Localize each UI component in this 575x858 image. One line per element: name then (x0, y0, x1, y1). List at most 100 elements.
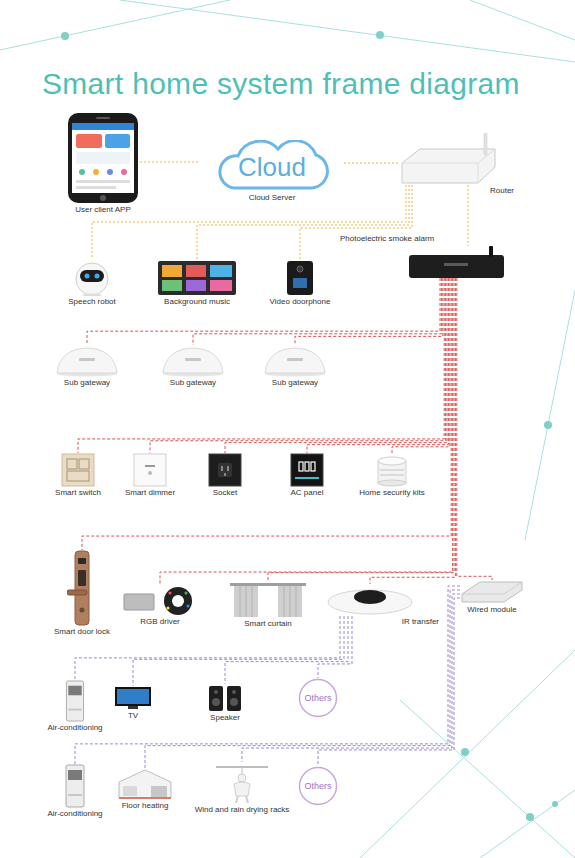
deco-dot (552, 801, 558, 807)
device-icon (52, 345, 122, 377)
rgb-icon (122, 584, 198, 616)
gw-icon (409, 246, 504, 278)
device-node: Smart switch (41, 453, 115, 498)
device-label: TV (111, 710, 155, 721)
device-label: Home security kits (350, 487, 434, 498)
device-label: Air-conditioning (40, 722, 110, 733)
icon-part (409, 255, 504, 278)
device-node: AC panel (270, 453, 344, 498)
icon-part (68, 113, 138, 203)
device-icon (113, 686, 153, 710)
icon-part (67, 459, 77, 469)
spk-icon (208, 684, 242, 712)
dashed-connector (392, 278, 450, 453)
icon-part (227, 686, 241, 711)
device-icon (66, 112, 140, 204)
dashed-connector (197, 185, 409, 260)
device-label: Smart switch (41, 487, 115, 498)
device-icon (61, 453, 95, 487)
icon-part (121, 169, 127, 175)
dashed-connector (87, 278, 440, 345)
icon-part (287, 358, 303, 361)
icon-part (162, 265, 182, 277)
icon-part (402, 149, 495, 163)
icon-part (378, 480, 406, 486)
icon-part (167, 607, 170, 610)
deco-line (120, 0, 575, 62)
device-icon (115, 768, 175, 800)
device-label: Video doorphone (256, 296, 344, 307)
device-node: CloudCloud Server (198, 140, 346, 203)
icon-part (214, 690, 218, 694)
icon-part (238, 774, 246, 782)
icon-part (462, 582, 522, 594)
icon-part (123, 786, 137, 796)
device-node: Air-conditioning (40, 680, 110, 733)
dashed-connector (300, 185, 412, 260)
icon-part (305, 462, 309, 471)
sub-icon (52, 345, 122, 377)
icon-part (216, 766, 268, 768)
device-label: Socket (188, 487, 262, 498)
ac-icon (64, 764, 86, 808)
lock-icon (67, 550, 97, 626)
deco-line (525, 290, 575, 540)
icon-part (478, 163, 479, 183)
dashed-connector (225, 278, 447, 453)
device-label: Cloud Server (198, 192, 346, 203)
icon-part (78, 558, 86, 564)
dashed-connector (78, 278, 444, 453)
icon-part (230, 698, 238, 706)
icon-part (67, 590, 87, 595)
device-icon (157, 260, 237, 296)
shape-text: Others (304, 693, 331, 704)
icon-part (67, 471, 89, 481)
device-node: Sub gateway (156, 345, 230, 388)
device-icon: Others (298, 766, 338, 806)
icon-part (96, 117, 110, 119)
device-icon (64, 680, 86, 722)
icon-part (119, 797, 171, 799)
icon-part (209, 686, 223, 711)
device-label: Photoelectric smoke alarm (340, 234, 504, 246)
icon-part (66, 681, 83, 721)
device-label: Wired module (458, 604, 526, 615)
music-icon (157, 260, 237, 296)
device-node: Sub gateway (258, 345, 332, 388)
sw-icon (61, 453, 95, 487)
device-icon (290, 453, 324, 487)
deco-line (480, 790, 575, 858)
device-icon (228, 582, 308, 618)
icon-part (115, 687, 151, 706)
icon-part (107, 169, 113, 175)
icon-part (169, 592, 172, 595)
icon-part (100, 195, 106, 201)
device-icon (285, 260, 315, 296)
icon-part (105, 134, 130, 148)
icon-part (80, 270, 104, 282)
tv-icon (113, 686, 153, 710)
icon-part (85, 274, 90, 279)
icon-part (299, 462, 303, 471)
shape-text: Others (304, 781, 331, 792)
icon-part (57, 348, 117, 373)
device-node: Others (298, 678, 338, 718)
icon-part (68, 686, 81, 696)
device-icon: Others (298, 678, 338, 718)
device-icon (64, 764, 86, 808)
device-icon (158, 345, 228, 377)
icon-part (185, 592, 188, 595)
phone-icon (66, 112, 140, 204)
icon-part (221, 466, 223, 471)
icon-part (212, 698, 220, 706)
acp-icon (290, 453, 324, 487)
dashed-connector (193, 278, 441, 345)
icon-part (287, 261, 313, 295)
icon-part (234, 782, 250, 796)
icon-part (151, 786, 167, 798)
device-node: Others (298, 766, 338, 806)
sub-icon (158, 345, 228, 377)
device-label: RGB driver (120, 616, 200, 627)
device-node: Wind and rain drying racks (187, 762, 297, 815)
